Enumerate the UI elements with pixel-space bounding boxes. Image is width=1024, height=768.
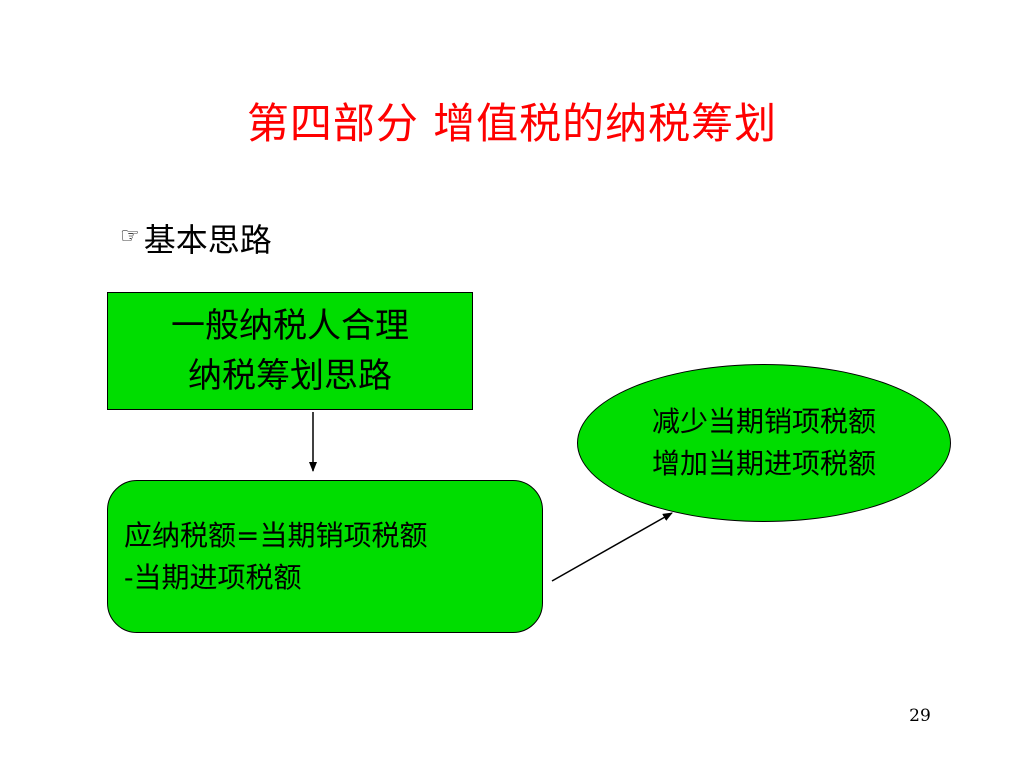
bullet-point: ☞ 基本思路	[120, 214, 272, 262]
general-taxpayer-line-2: 纳税筹划思路	[188, 356, 392, 396]
strategy-line-2: 增加当期进项税额	[651, 447, 876, 480]
slide-title: 第四部分 增值税的纳税筹划	[246, 99, 778, 148]
general-taxpayer-box: 一般纳税人合理 纳税筹划思路	[107, 292, 473, 410]
arrow-diagonal	[551, 512, 673, 582]
formula-line-1: 应纳税额=当期销项税额	[124, 518, 428, 552]
formula-line-2: -当期进项税额	[124, 560, 302, 594]
pointing-hand-icon: ☞	[120, 223, 140, 249]
page-number: 29	[909, 706, 931, 726]
formula-box: 应纳税额=当期销项税额 -当期进项税额	[107, 480, 543, 633]
bullet-text: 基本思路	[143, 221, 272, 259]
general-taxpayer-line-1: 一般纳税人合理	[171, 306, 409, 346]
strategy-line-1: 减少当期销项税额	[651, 405, 876, 438]
strategy-ellipse: 减少当期销项税额 增加当期进项税额	[577, 364, 951, 522]
